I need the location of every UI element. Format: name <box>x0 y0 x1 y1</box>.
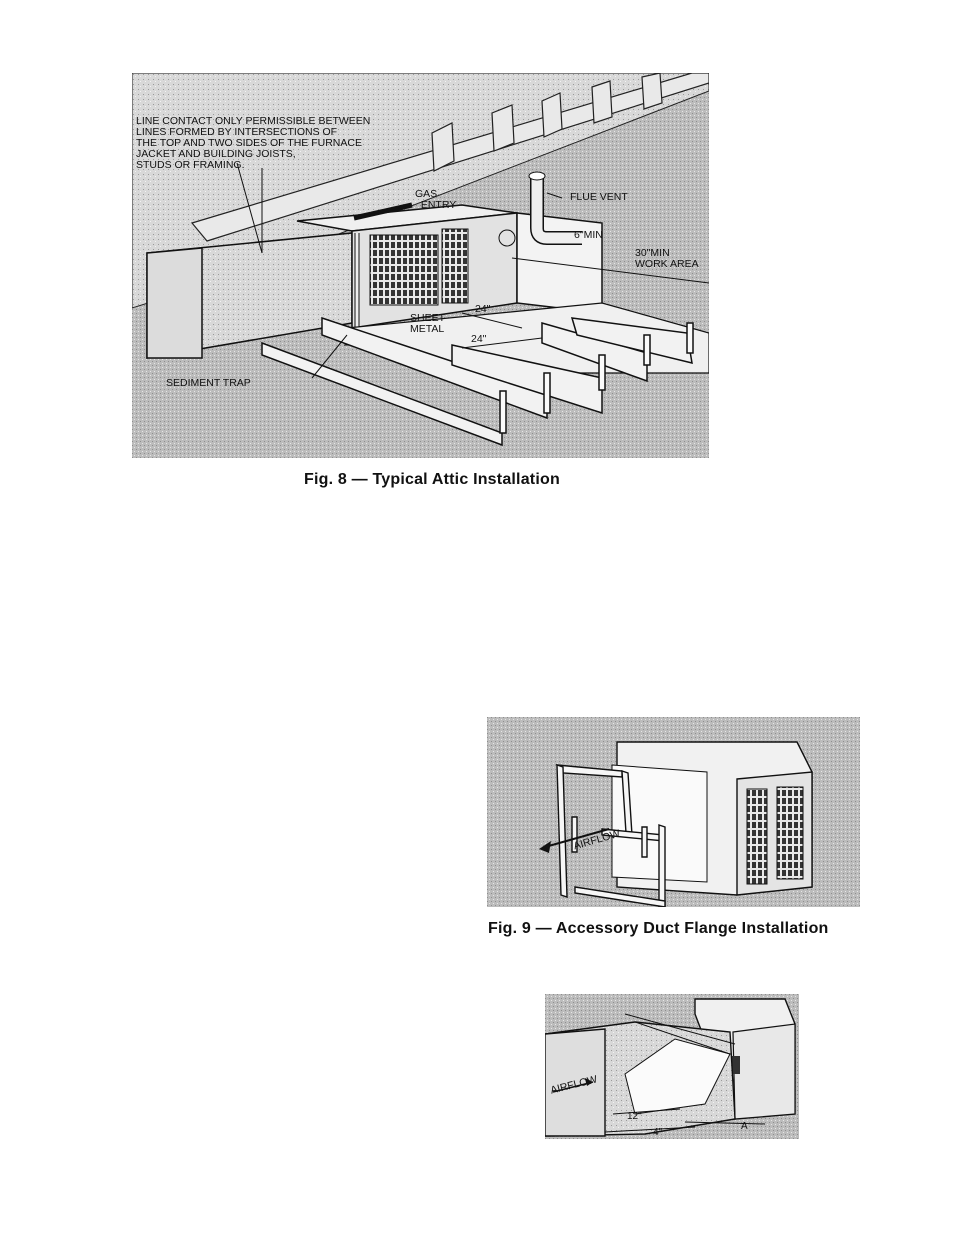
dim-24-upper-label: 24" <box>475 303 491 315</box>
dim-a-label: A <box>741 1121 748 1132</box>
attic-installation-drawing <box>132 73 709 458</box>
fig8-illustration: LINE CONTACT ONLY PERMISSIBLE BETWEEN LI… <box>132 73 709 458</box>
duct-flange-drawing <box>487 717 860 907</box>
gas-entry-label: GAS ENTRY <box>415 188 457 211</box>
fig9-caption: Fig. 9 — Accessory Duct Flange Installat… <box>488 920 829 937</box>
fig8-caption: Fig. 8 — Typical Attic Installation <box>304 471 560 488</box>
fig9-illustration: AIRFLOW <box>487 717 860 907</box>
dim-24-lower-label: 24" <box>471 333 487 345</box>
fig10-illustration: AIRFLOW 12" 4" A <box>545 994 799 1139</box>
six-min-label: 6"MIN <box>574 229 603 241</box>
line-contact-note: LINE CONTACT ONLY PERMISSIBLE BETWEEN LI… <box>136 115 371 171</box>
sheet-metal-label: SHEET METAL <box>410 312 446 335</box>
duct-filter-drawing <box>545 994 799 1139</box>
sediment-trap-label: SEDIMENT TRAP <box>166 377 251 389</box>
work-area-label: 30"MIN WORK AREA <box>635 247 699 270</box>
dim-12-label: 12" <box>627 1111 642 1122</box>
dim-4-label: 4" <box>653 1127 663 1138</box>
flue-vent-label: FLUE VENT <box>570 191 628 203</box>
